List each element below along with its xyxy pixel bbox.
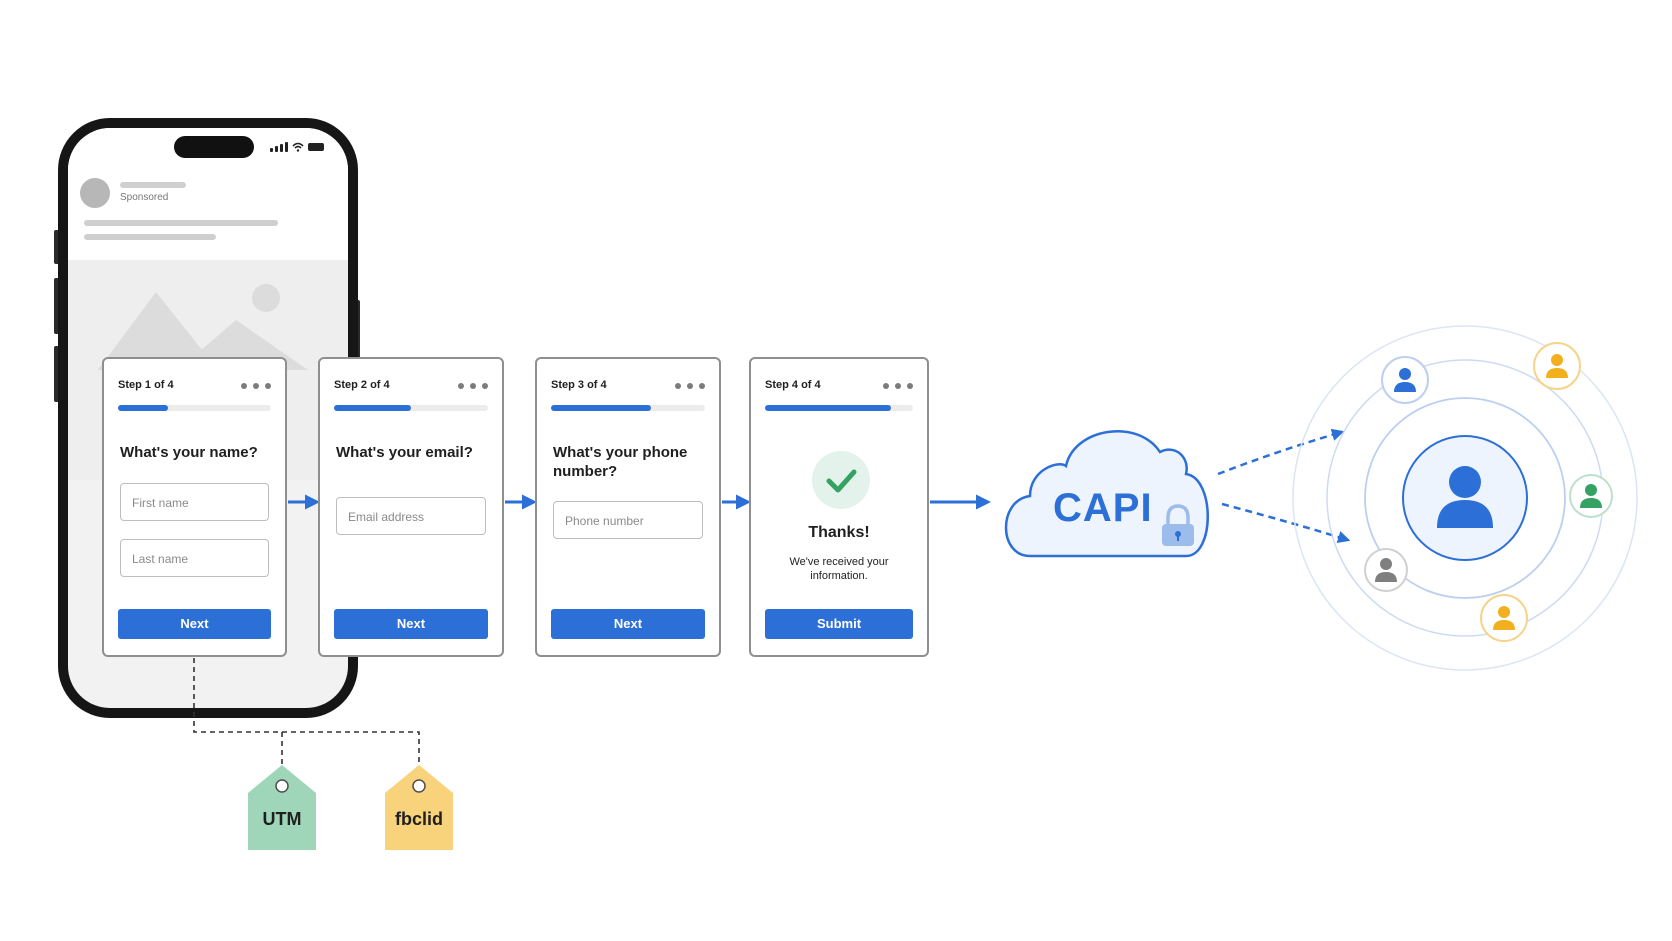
audience-person-yellow — [1480, 594, 1528, 642]
battery-icon — [308, 143, 324, 151]
wifi-icon — [292, 142, 304, 152]
question-title: What's your email? — [336, 444, 473, 461]
next-button[interactable]: Next — [551, 609, 705, 639]
step-card-3: Step 3 of 4 What's your phone number? Ph… — [535, 357, 721, 657]
audience-person-gray — [1364, 548, 1408, 592]
step-label: Step 2 of 4 — [334, 379, 390, 391]
email-field[interactable]: Email address — [336, 497, 486, 535]
progress-fill — [551, 405, 652, 411]
capi-label: CAPI — [1053, 486, 1153, 530]
status-bar — [270, 142, 324, 152]
progress-bar — [551, 405, 705, 411]
audience-person-blue — [1381, 356, 1429, 404]
utm-tag — [248, 765, 316, 850]
tracking-connector — [193, 658, 420, 768]
phone-side-button — [54, 230, 59, 264]
step-label: Step 1 of 4 — [118, 379, 174, 391]
first-name-field[interactable]: First name — [120, 483, 269, 521]
audience-person-green — [1569, 474, 1613, 518]
progress-bar — [765, 405, 913, 411]
advertiser-name-placeholder — [120, 182, 186, 188]
question-title: What's your phone number? — [553, 444, 688, 480]
audience-arrow-lower — [1221, 502, 1351, 544]
more-icon[interactable] — [675, 383, 705, 389]
more-icon[interactable] — [458, 383, 488, 389]
question-title: What's your name? — [120, 444, 258, 461]
next-button[interactable]: Next — [334, 609, 488, 639]
progress-fill — [118, 405, 169, 411]
progress-bar — [334, 405, 488, 411]
next-button[interactable]: Next — [118, 609, 271, 639]
dynamic-island — [174, 136, 254, 158]
step-card-4: Step 4 of 4 Thanks! We've received your … — [749, 357, 929, 657]
audience-person-yellow — [1533, 342, 1581, 390]
utm-tag-label: UTM — [262, 809, 302, 829]
audience-arrow-upper — [1217, 428, 1345, 476]
last-name-field[interactable]: Last name — [120, 539, 269, 577]
progress-bar — [118, 405, 271, 411]
capi-cloud — [1004, 430, 1209, 558]
step-card-1: Step 1 of 4 What's your name? First name… — [102, 357, 287, 657]
sponsored-post-header: Sponsored — [68, 128, 348, 260]
more-icon[interactable] — [241, 383, 271, 389]
post-text-placeholder — [84, 220, 278, 226]
advertiser-avatar — [80, 178, 110, 208]
sponsored-label: Sponsored — [120, 192, 169, 203]
lock-icon — [1162, 504, 1194, 546]
check-icon — [812, 451, 870, 509]
step-card-2: Step 2 of 4 What's your email? Email add… — [318, 357, 504, 657]
thanks-title: Thanks! — [808, 524, 870, 541]
step-label: Step 4 of 4 — [765, 379, 821, 391]
fbclid-tag-label: fbclid — [395, 809, 443, 829]
thanks-message: We've received your information. — [789, 556, 889, 582]
progress-fill — [765, 405, 891, 411]
more-icon[interactable] — [883, 383, 913, 389]
fbclid-tag — [385, 765, 453, 850]
phone-side-button — [54, 278, 59, 334]
phone-number-field[interactable]: Phone number — [553, 501, 703, 539]
phone-side-button — [54, 346, 59, 402]
submit-button[interactable]: Submit — [765, 609, 913, 639]
progress-fill — [334, 405, 411, 411]
post-text-placeholder — [84, 234, 216, 240]
person-icon — [1437, 466, 1493, 528]
step-label: Step 3 of 4 — [551, 379, 607, 391]
signal-icon — [270, 142, 288, 152]
